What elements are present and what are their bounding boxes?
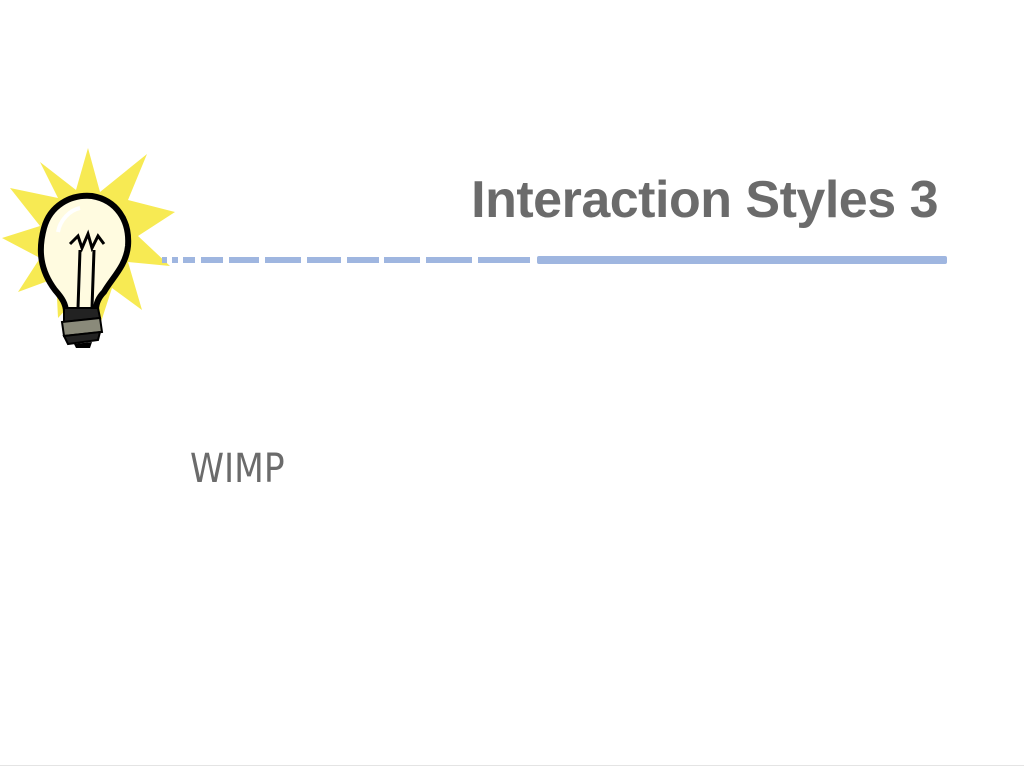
slide-subtitle: WIMP: [190, 446, 285, 492]
bulb-filament: [68, 229, 106, 309]
slide-title: Interaction Styles 3: [471, 171, 938, 229]
bottom-divider: [0, 765, 1024, 766]
lightbulb-icon: [2, 148, 175, 348]
title-underline: [162, 256, 947, 264]
